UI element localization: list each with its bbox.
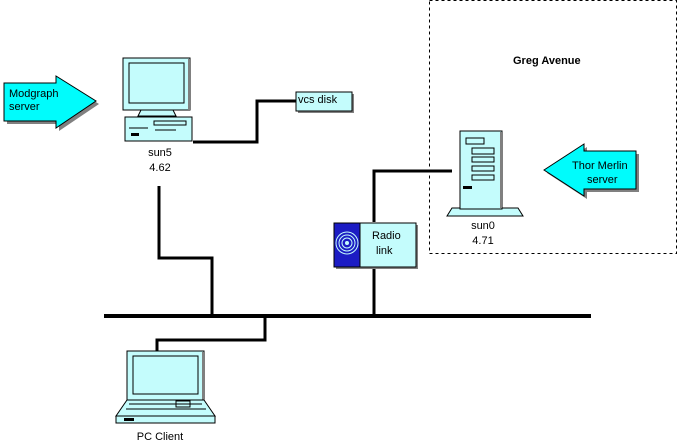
sun0-to-radio-line bbox=[372, 169, 452, 222]
sun0-name: sun0 bbox=[471, 220, 495, 232]
sun5-version: 4.62 bbox=[149, 162, 171, 174]
sun0-server-icon bbox=[446, 130, 524, 217]
modgraph-label-line1: Modgraph bbox=[9, 88, 59, 100]
modgraph-label-line2: server bbox=[9, 101, 40, 113]
sun5-workstation-icon bbox=[122, 57, 193, 142]
vcs-disk-box bbox=[295, 91, 354, 113]
greg-avenue-zone bbox=[429, 0, 677, 254]
greg-avenue-title: Greg Avenue bbox=[513, 55, 581, 67]
sun5-name: sun5 bbox=[148, 147, 172, 159]
radio-link-label-line2: link bbox=[376, 245, 393, 257]
sun0-version: 4.71 bbox=[472, 235, 494, 247]
thor-merlin-server-arrow bbox=[543, 143, 639, 199]
sun5-to-bus-line bbox=[157, 186, 214, 316]
radio-link-box bbox=[333, 222, 418, 269]
modgraph-server-arrow bbox=[3, 75, 99, 131]
radio-link-label-line1: Radio bbox=[372, 230, 401, 242]
thor-merlin-label-line1: Thor Merlin bbox=[572, 160, 628, 172]
bus-to-pc-line bbox=[155, 316, 267, 352]
connection-lines bbox=[155, 99, 452, 352]
sun5-to-vcs-disk-line bbox=[193, 99, 296, 144]
thor-merlin-label-line2: server bbox=[587, 174, 618, 186]
vcs-disk-label: vcs disk bbox=[298, 94, 338, 106]
pc-client-label: PC Client bbox=[136, 431, 184, 443]
pc-client-laptop-icon bbox=[115, 350, 216, 424]
